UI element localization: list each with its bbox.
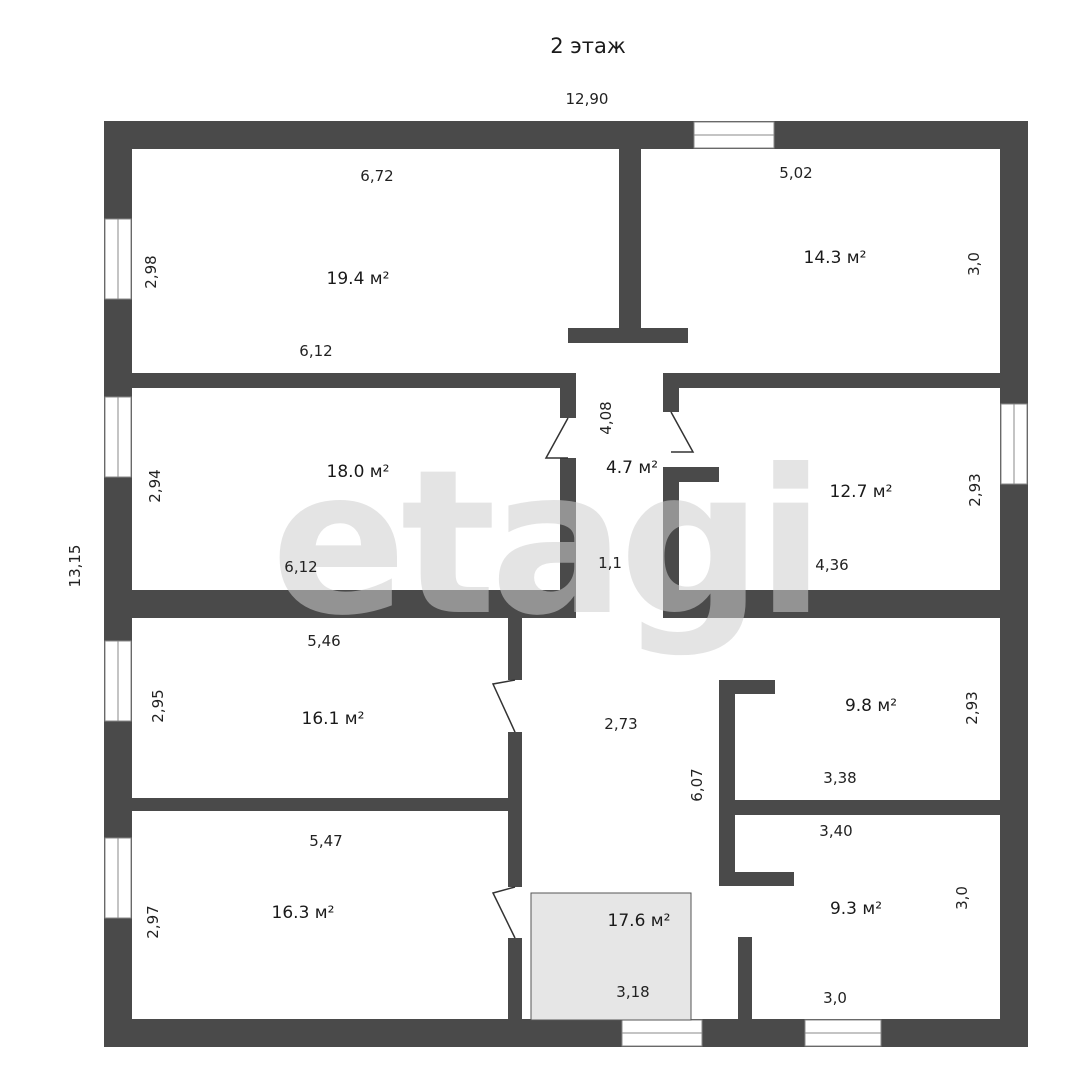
stairs-dim-bottom: 3,18 (616, 983, 649, 1001)
room-3-dim-side: 2,94 (146, 469, 164, 502)
room-5-dim-top: 5,46 (307, 632, 340, 650)
room-1-area: 19.4 м² (327, 269, 390, 289)
hall-dim-side: 6,07 (688, 768, 706, 801)
floor-title: 2 этаж (550, 34, 626, 58)
door-room-7 (491, 886, 516, 939)
room-8-area: 9.3 м² (830, 899, 882, 919)
doors (491, 411, 695, 939)
room-2-dim-side: 3,0 (965, 252, 983, 276)
stairs-area: 17.6 м² (608, 911, 671, 931)
room-4-dim-bottom: 4,36 (815, 556, 848, 574)
room-5-area: 16.1 м² (302, 709, 365, 729)
watermark: etagi (271, 427, 819, 660)
stairs-block (530, 892, 692, 1021)
room-4-dim-side: 2,93 (966, 473, 984, 506)
corridor-dim-side: 4,08 (597, 401, 615, 434)
room-6-dim-bottom: 3,38 (823, 769, 856, 787)
room-7-area: 16.3 м² (272, 903, 335, 923)
door-room-4 (670, 411, 695, 453)
room-2-dim-top: 5,02 (779, 164, 812, 182)
room-3-dim-bottom: 6,12 (284, 558, 317, 576)
room-7-dim-side: 2,97 (144, 905, 162, 938)
hall-dim-top: 2,73 (604, 715, 637, 733)
room-5-dim-side: 2,95 (149, 689, 167, 722)
door-room-3 (544, 417, 569, 459)
room-3-area: 18.0 м² (327, 462, 390, 482)
room-2-area: 14.3 м² (804, 248, 867, 268)
room-1-dim-side: 2,98 (142, 255, 160, 288)
total-width: 12,90 (566, 90, 609, 108)
corridor-area: 4.7 м² (606, 458, 658, 478)
room-1-dim-bottom: 6,12 (299, 342, 332, 360)
room-8-dim-bottom: 3,0 (823, 989, 847, 1007)
door-room-5 (491, 679, 516, 733)
room-1-dim-top: 6,72 (360, 167, 393, 185)
room-7-dim-top: 5,47 (309, 832, 342, 850)
room-6-area: 9.8 м² (845, 696, 897, 716)
windows (104, 121, 1028, 1047)
room-4-area: 12.7 м² (830, 482, 893, 502)
corridor-dim-bottom: 1,1 (598, 554, 622, 572)
room-6-dim-side: 2,93 (963, 691, 981, 724)
room-8-dim-side: 3,0 (953, 886, 971, 910)
interior-walls (132, 149, 1000, 1019)
room-8-dim-top: 3,40 (819, 822, 852, 840)
total-height: 13,15 (66, 545, 84, 588)
